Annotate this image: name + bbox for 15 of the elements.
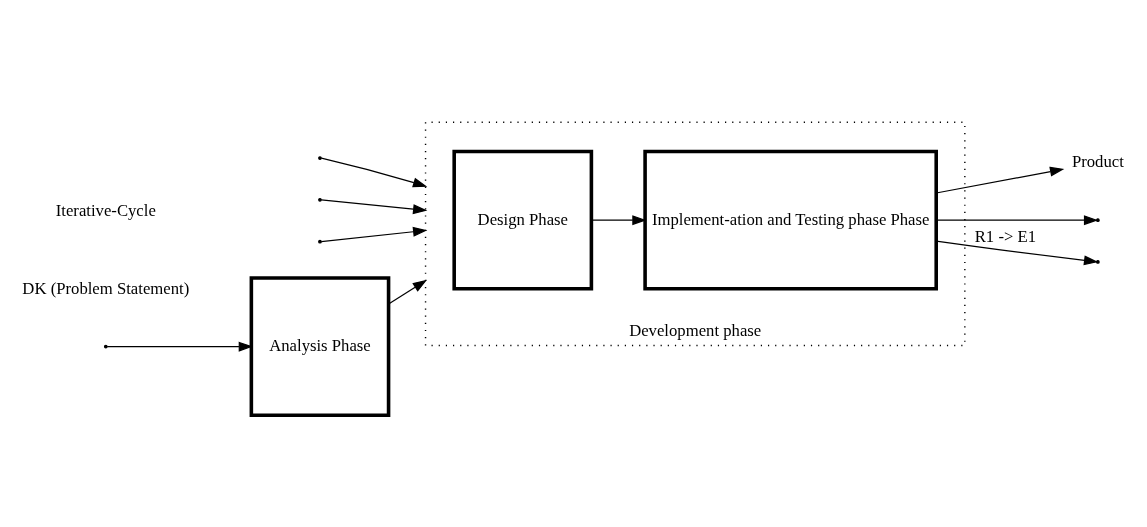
arrow xyxy=(320,198,428,214)
arrow xyxy=(320,157,428,187)
node-box: Analysis Phase xyxy=(249,275,391,417)
arrow xyxy=(591,214,647,225)
arrow xyxy=(388,279,428,304)
arrow xyxy=(935,240,1099,265)
arrow xyxy=(935,214,1099,225)
node-text: Product xyxy=(1071,151,1124,171)
label: Iterative-Cycle xyxy=(55,200,156,220)
arrow xyxy=(935,166,1065,194)
edge-label: R1 -> E1 xyxy=(974,226,1037,246)
node-box: Implement-ation and Testing phase Phase xyxy=(643,149,938,291)
arrow xyxy=(320,226,428,242)
node-box: Design Phase xyxy=(452,149,594,291)
label: DK (Problem Statement) xyxy=(22,278,190,298)
